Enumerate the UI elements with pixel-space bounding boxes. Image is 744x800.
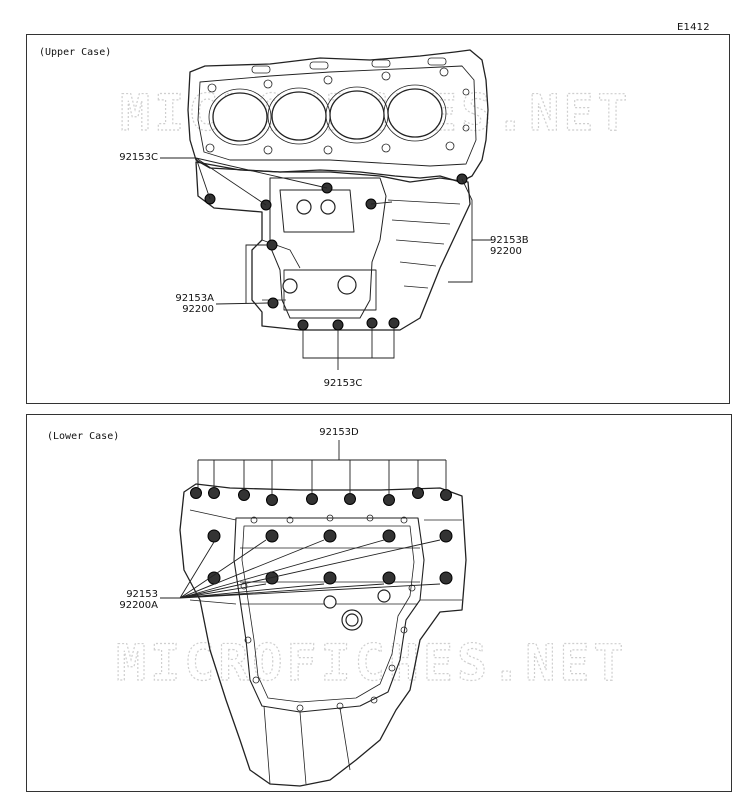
lower-case-panel: (Lower Case) (26, 414, 732, 792)
upper-deck-outline (187, 49, 489, 183)
label-92153b-92200: 92153B 92200 (490, 235, 529, 257)
lower-case-outline (179, 483, 467, 787)
lower-case-title: (Lower Case) (47, 431, 120, 442)
label-92153d: 92153D (319, 427, 359, 438)
label-92153a-92200: 92153A 92200 (175, 293, 214, 315)
label-92153c-bottom: 92153C (323, 378, 363, 389)
cylinder-bore-1 (212, 92, 268, 142)
label-92153-92200a: 92153 92200A (119, 589, 158, 611)
bolt-lower-main (207, 529, 221, 543)
watermark-lower: MICROFICHES.NET (116, 634, 628, 692)
upper-crankcase-body (195, 161, 471, 331)
upper-case-panel: (Upper Case) (26, 34, 730, 404)
diagram-code: E1412 (677, 22, 710, 33)
label-92153c-top: 92153C (119, 152, 158, 163)
bolt-lower-top (190, 487, 202, 499)
upper-case-title: (Upper Case) (39, 47, 112, 58)
